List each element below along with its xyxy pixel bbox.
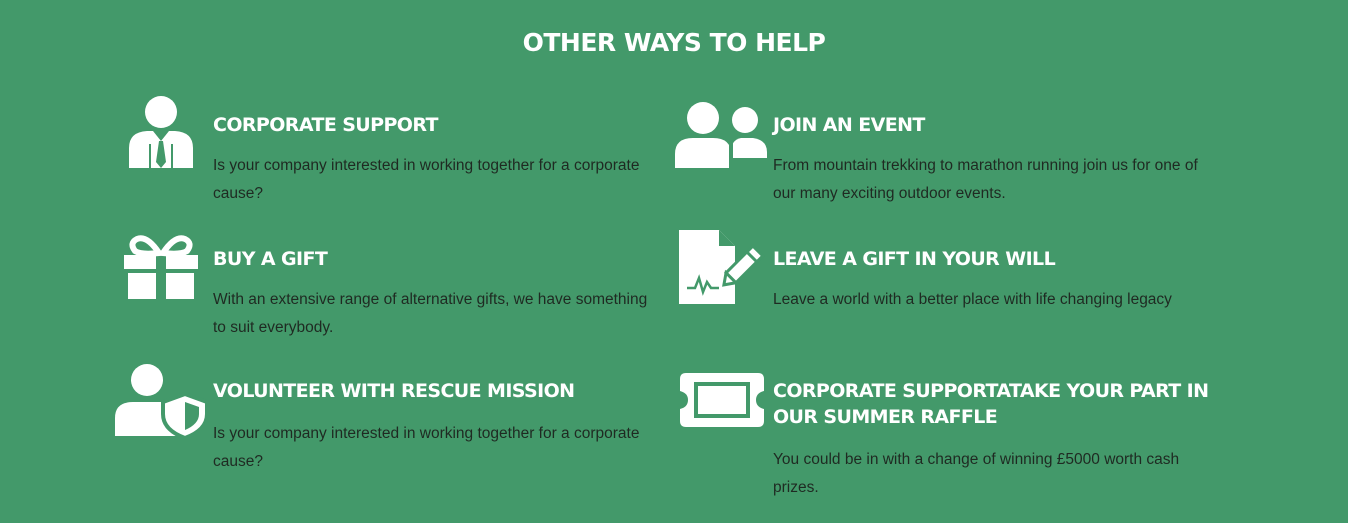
- help-item-title: VOLUNTEER WITH RESCUE MISSION: [213, 380, 575, 402]
- volunteer-shield-icon: [115, 364, 215, 444]
- help-item-title: CORPORATE SUPPORTATAKE YOUR PART IN OUR …: [773, 380, 1209, 428]
- help-item-text: From mountain trekking to marathon runni…: [773, 157, 1198, 202]
- help-item-title: LEAVE A GIFT IN YOUR WILL: [773, 248, 1056, 270]
- help-item-text: Is your company interested in working to…: [213, 425, 640, 470]
- help-item-text: With an extensive range of alternative g…: [213, 291, 648, 336]
- help-item-text: Is your company interested in working to…: [213, 157, 640, 202]
- help-item-title: CORPORATE SUPPORT: [213, 114, 438, 136]
- signed-document-icon: [679, 230, 779, 310]
- section-title: OTHER WAYS TO HELP: [522, 28, 826, 57]
- help-item-text: You could be in with a change of winning…: [773, 451, 1180, 496]
- gift-icon: [123, 233, 223, 313]
- help-item-title: BUY A GIFT: [213, 248, 328, 270]
- help-item-text: Leave a world with a better place with l…: [773, 291, 1172, 308]
- group-icon: [675, 100, 775, 180]
- ticket-icon: [680, 373, 780, 453]
- help-item-title: JOIN AN EVENT: [773, 114, 925, 136]
- businessman-icon: [127, 96, 227, 176]
